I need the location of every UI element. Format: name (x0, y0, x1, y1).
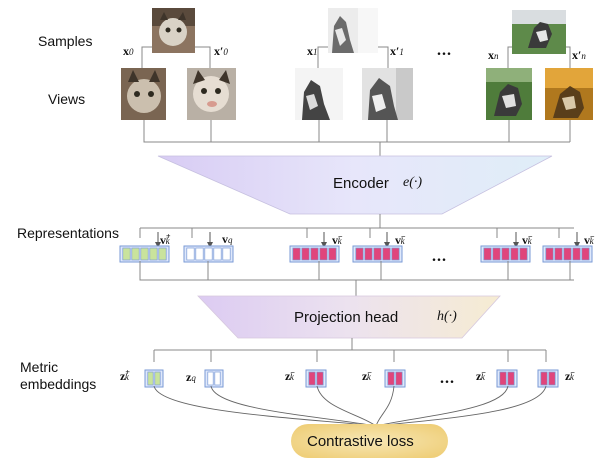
emb-label-zk-minus-4: z−k (565, 368, 575, 383)
view-image-window-cat-2 (362, 68, 413, 120)
rep-label-vk-minus-3: v−k (522, 232, 533, 247)
view-to-encoder-bus (143, 120, 571, 156)
embedding-to-loss-curves (153, 385, 547, 427)
encoder-label: Encoder (333, 175, 389, 192)
rep-label-vk-minus-4: v−k (584, 232, 595, 247)
projection-to-embedding-bus (153, 338, 547, 362)
sample-label-xn: xn (488, 48, 499, 62)
emb-vector-negative-1 (305, 369, 327, 388)
rep-label-vk-plus: v+k (160, 232, 171, 247)
rep-label-vq: vq (222, 232, 233, 246)
rep-label-vk-minus-2: v−k (395, 232, 406, 247)
embedding-vectors (144, 369, 559, 388)
emb-vector-positive (144, 369, 164, 388)
sample-label-x0: x0 (123, 44, 134, 58)
contrastive-loss-label: Contrastive loss (307, 433, 414, 450)
contrastive-loss-block (291, 424, 448, 458)
views-label: Views (48, 91, 86, 107)
view-image-cat-1 (121, 68, 166, 120)
sample-label-x1-prime: x′1 (390, 44, 404, 58)
metric-label-line2: embeddings (20, 376, 97, 392)
representation-vectors (119, 245, 593, 263)
encoder-to-representation-bus (139, 214, 574, 238)
rep-vector-negative-3 (480, 245, 531, 263)
sample-label-x1: x1 (307, 44, 318, 58)
projection-label: Projection head (294, 309, 399, 326)
encoder-function: e(·) (403, 175, 423, 190)
rep-vector-query (183, 245, 234, 263)
encoder-block (157, 155, 553, 215)
emb-label-zq: zq (186, 370, 196, 384)
view-image-dog-2 (545, 68, 593, 120)
representations-label: Representations (17, 225, 119, 241)
emb-vector-negative-4 (537, 369, 559, 388)
ellipsis-representations: ... (432, 248, 447, 265)
projection-head-block (197, 295, 501, 339)
samples-label: Samples (38, 33, 93, 49)
emb-vector-query (204, 369, 224, 388)
metric-label-line1: Metric (20, 359, 59, 375)
sample-to-view-connectors (141, 46, 571, 68)
sample-image-window-cat (328, 8, 378, 53)
view-image-dog-1 (486, 68, 532, 120)
sample-label-x0-prime: x′0 (214, 44, 228, 58)
emb-label-zk-plus: z+k (120, 368, 130, 383)
rep-vector-negative-4 (542, 245, 593, 263)
rep-vector-positive (119, 245, 170, 263)
sample-image-cat (152, 8, 195, 53)
ellipsis-samples: ... (437, 42, 452, 59)
emb-vector-negative-3 (496, 369, 518, 388)
rep-vector-negative-2 (352, 245, 403, 263)
sample-label-xn-prime: x′n (572, 48, 586, 62)
sample-image-dog (512, 10, 566, 54)
ellipsis-embeddings: ... (440, 370, 455, 387)
emb-label-zk-minus-3: z−k (476, 368, 486, 383)
emb-label-zk-minus-1: z−k (285, 368, 295, 383)
view-image-window-cat-1 (295, 68, 343, 120)
representation-arrows (155, 232, 580, 248)
rep-vector-negative-1 (289, 245, 340, 263)
emb-vector-negative-2 (384, 369, 406, 388)
emb-label-zk-minus-2: z−k (362, 368, 372, 383)
view-image-cat-2 (187, 68, 236, 120)
rep-label-vk-minus-1: v−k (332, 232, 343, 247)
representation-to-projection-bus (139, 261, 574, 296)
projection-function: h(·) (437, 309, 457, 324)
